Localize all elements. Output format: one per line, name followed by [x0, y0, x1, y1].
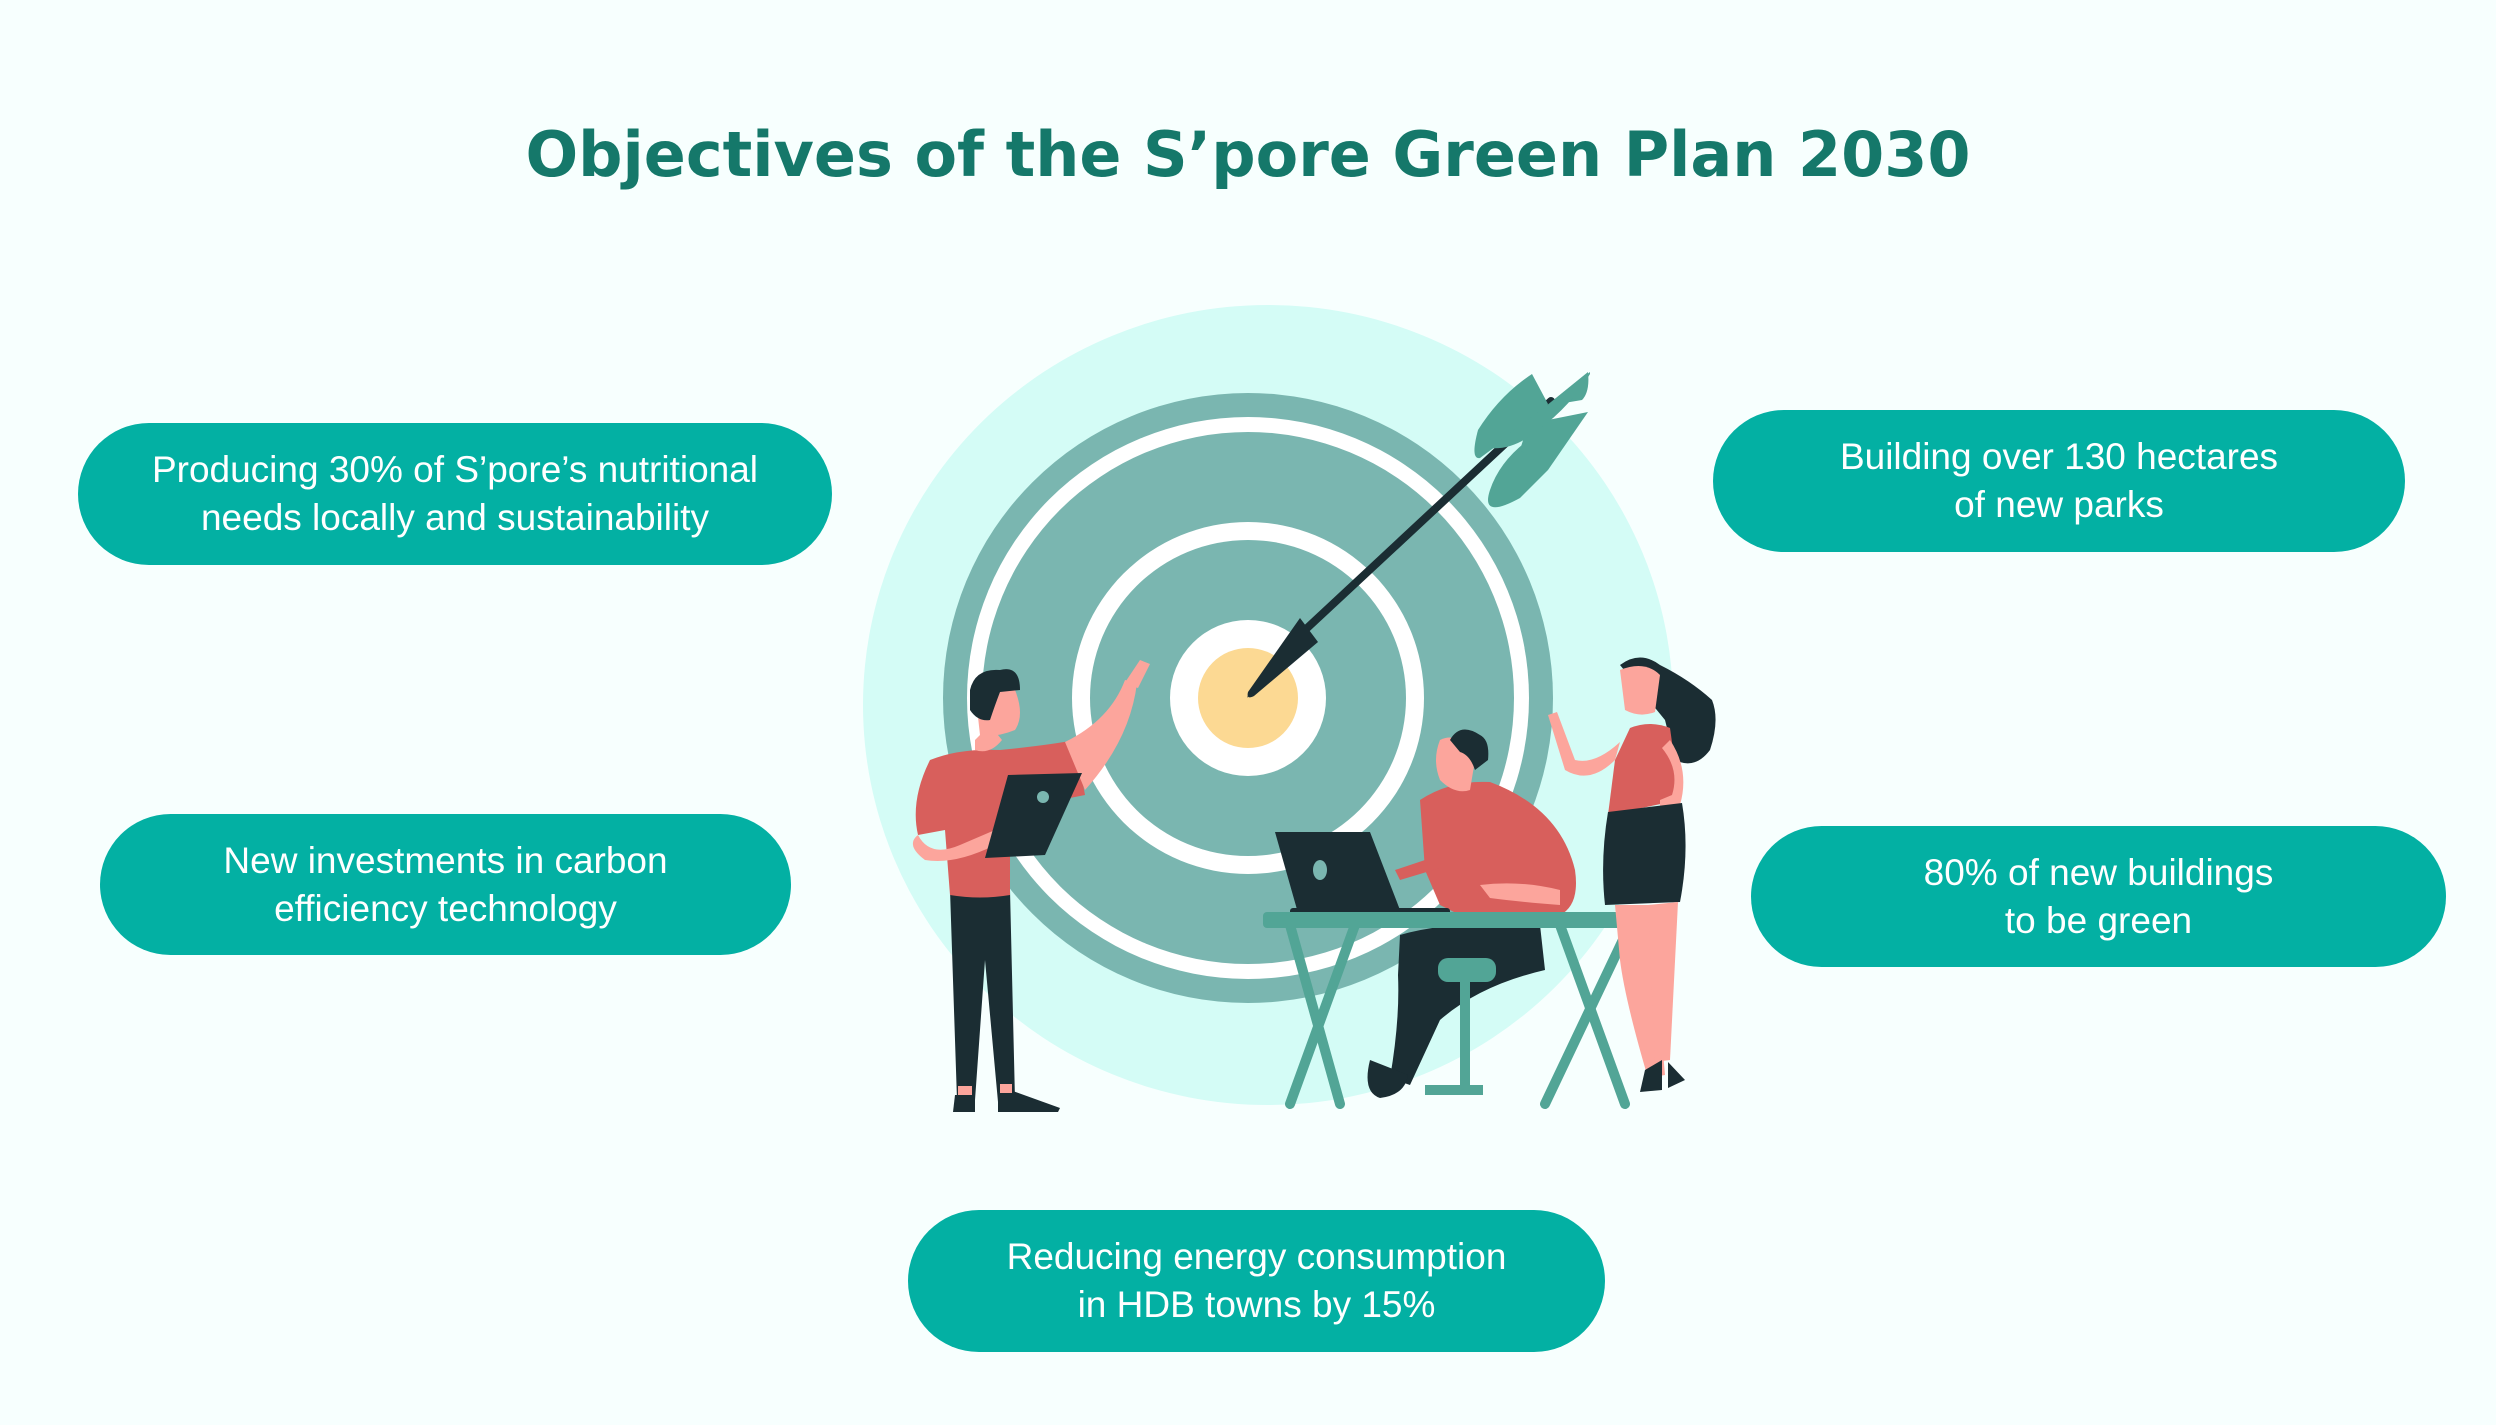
objective-text-line1: Producing 30% of S’pore’s nutritional	[151, 449, 759, 490]
objective-text-line1: New investments in carbon	[223, 839, 668, 881]
objective-pill-energy-hdb: Reducing energy consumption in HDB towns…	[908, 1210, 1605, 1352]
desk-furniture	[1263, 912, 1643, 1109]
tablet-icon	[985, 773, 1082, 858]
objective-text-line2: of new parks	[1954, 484, 2164, 525]
objective-pill-carbon-tech: New investments in carbon efficiency tec…	[100, 814, 791, 955]
objective-text-line2: in HDB towns by 15%	[1077, 1284, 1436, 1325]
seated-man-figure	[1367, 729, 1576, 1098]
objective-text-line2: needs locally and sustainability	[200, 497, 709, 538]
objective-text-line1: Reducing energy consumption	[1006, 1236, 1507, 1277]
standing-man-figure	[912, 660, 1150, 1112]
arrow-fletching-icon	[1546, 372, 1589, 406]
objective-pill-local-food: Producing 30% of S’pore’s nutritional ne…	[78, 423, 832, 565]
objective-text-line2: to be green	[2004, 899, 2193, 941]
objective-text-line2: efficiency technology	[274, 887, 617, 929]
objective-text-line1: Building over 130 hectares	[1839, 436, 2279, 477]
objective-pill-green-buildings: 80% of new buildings to be green	[1751, 826, 2446, 967]
standing-woman-figure	[1548, 657, 1716, 1092]
objective-pill-parks: Building over 130 hectares of new parks	[1713, 410, 2405, 552]
page-title: Objectives of the S’pore Green Plan 2030	[525, 118, 1971, 191]
objective-text-line1: 80% of new buildings	[1923, 851, 2274, 893]
